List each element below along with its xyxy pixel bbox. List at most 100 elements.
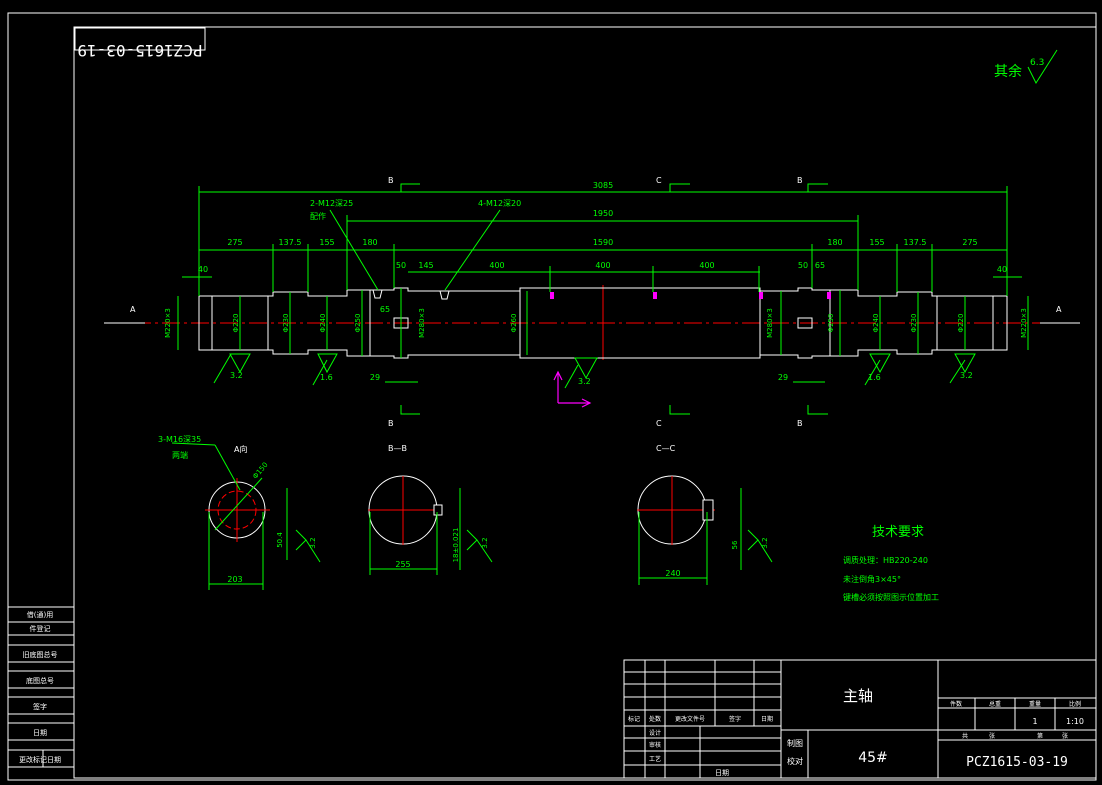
role-cell: 审核	[649, 741, 661, 749]
dim-overall: 3085	[593, 181, 613, 190]
role-cell: 工艺	[649, 755, 661, 763]
tech-line: 未注倒角3×45°	[843, 574, 901, 584]
roughness-value: 1.6	[868, 373, 881, 382]
section-b-key: 18±0.021	[452, 528, 460, 563]
dia-label: Φ230	[282, 314, 290, 333]
side-table-cell: 件登记	[30, 624, 51, 633]
roughness-value: 3.2	[309, 537, 317, 548]
dia-label: Φ260	[510, 314, 518, 333]
thread-holes	[372, 289, 450, 300]
tech-title: 技术要求	[872, 525, 924, 540]
side-table-cell: 更改标记日期	[19, 755, 61, 764]
right-header-cell: 总重	[989, 700, 1001, 708]
roughness-value: 3.2	[960, 371, 973, 380]
right-bottom-cell: 张	[1062, 732, 1068, 740]
side-table-cell: 旧底图总号	[23, 650, 58, 659]
role-cell: 设计	[649, 729, 661, 737]
dim-65: 65	[815, 261, 825, 270]
dim-50: 50	[396, 261, 406, 270]
mirrored-drawing-number: PCZ1615-03-19	[77, 41, 202, 60]
side-table-cell: 日期	[33, 729, 47, 737]
date-label: 日期	[715, 769, 729, 777]
right-header-cell: 比例	[1069, 700, 1081, 708]
section-letter: B	[388, 419, 394, 428]
section-c-width: 240	[665, 569, 680, 578]
draw-label: 制图	[787, 738, 803, 748]
surface-finish-value: 6.3	[1030, 58, 1044, 68]
side-table	[7, 606, 75, 768]
side-table-cell: 借(通)用	[27, 610, 53, 619]
section-letters: A A B C B B C B A向 B—B C—C	[130, 176, 1062, 454]
dia-label: Φ230	[910, 314, 918, 333]
shaft-outline	[198, 287, 1008, 359]
section-bb-label: B—B	[388, 444, 407, 453]
section-letter: B	[388, 176, 394, 185]
dim-145: 145	[418, 261, 433, 270]
dia-label: Φ220	[232, 314, 240, 333]
dimension-texts: 3085 1950 1590 275 137.5 155 180 180 155…	[158, 181, 1007, 584]
dimension-lines	[177, 183, 1029, 415]
material: 45#	[858, 750, 888, 766]
right-bottom-cell: 共	[962, 732, 968, 740]
dim-1950: 1950	[593, 209, 613, 218]
dim-left-seg: 275	[227, 238, 242, 247]
ucs-axis-icon	[553, 370, 592, 408]
header-cell: 标记	[628, 715, 640, 723]
tech-line: 键槽必须按照图示位置加工	[843, 592, 939, 602]
dim-50: 50	[798, 261, 808, 270]
surface-finish-label: 其余	[994, 63, 1022, 80]
tech-line: 调质处理：HB220-240	[843, 555, 928, 565]
right-bottom-cell: 张	[989, 732, 995, 740]
dia-label: Φ240	[872, 314, 880, 333]
section-a-dia: Φ150	[251, 461, 269, 481]
roughness-value: 3.2	[481, 537, 489, 548]
dim-right-seg: 275	[962, 238, 977, 247]
section-b-width: 255	[395, 560, 410, 569]
dia-label: M220×3	[1020, 308, 1028, 338]
right-bottom-cell: 第	[1037, 732, 1043, 740]
roughness-value: 3.2	[230, 371, 243, 380]
dim-29: 29	[778, 373, 788, 382]
dim-40: 40	[997, 265, 1007, 274]
roughness-value: 3.2	[761, 537, 769, 548]
dim-400: 400	[489, 261, 504, 270]
header-cell: 更改文件号	[675, 715, 705, 723]
dim-left-seg: 155	[319, 238, 334, 247]
header-cell: 处数	[649, 715, 661, 723]
section-a-view-label: A向	[234, 444, 247, 454]
outer-border	[7, 12, 1097, 781]
side-table-cell: 底图总号	[26, 676, 54, 685]
check-label: 校对	[787, 756, 803, 766]
tech-requirements: 技术要求 调质处理：HB220-240 未注倒角3×45° 键槽必须按照图示位置…	[843, 525, 939, 602]
section-a-key: 50.4	[276, 532, 284, 548]
roughness-value: 1.6	[320, 373, 333, 382]
dim-40: 40	[198, 265, 208, 274]
header-cell: 签字	[729, 715, 741, 723]
callout-hole-c-sub: 两端	[172, 450, 188, 460]
section-c-key: 56	[731, 540, 739, 549]
section-a-width: 203	[227, 575, 242, 584]
roughness-marks	[213, 353, 976, 389]
dia-label: Φ250	[827, 314, 835, 333]
dim-1590: 1590	[593, 238, 613, 247]
inner-border	[73, 26, 1097, 779]
dia-label: M280×3	[418, 308, 426, 338]
dim-right-seg: 180	[827, 238, 842, 247]
section-letter: C	[656, 176, 662, 185]
callout-hole-b: 4-M12深20	[478, 199, 521, 208]
right-header-cell: 件数	[950, 700, 962, 708]
section-letter: B	[797, 176, 803, 185]
dia-label: Φ250	[354, 314, 362, 333]
tapped-holes	[550, 292, 831, 299]
surface-finish-note: 其余 6.3	[994, 49, 1058, 85]
section-cc-label: C—C	[656, 444, 676, 453]
title-drawing-number: PCZ1615-03-19	[966, 755, 1068, 770]
title-block	[623, 659, 1097, 779]
dim-65: 65	[380, 305, 390, 314]
callout-hole-a-sub: 配作	[310, 211, 326, 221]
section-letter: A	[130, 305, 136, 314]
dim-400: 400	[699, 261, 714, 270]
dim-right-seg: 137.5	[904, 238, 927, 247]
quantity: 1	[1032, 717, 1037, 726]
